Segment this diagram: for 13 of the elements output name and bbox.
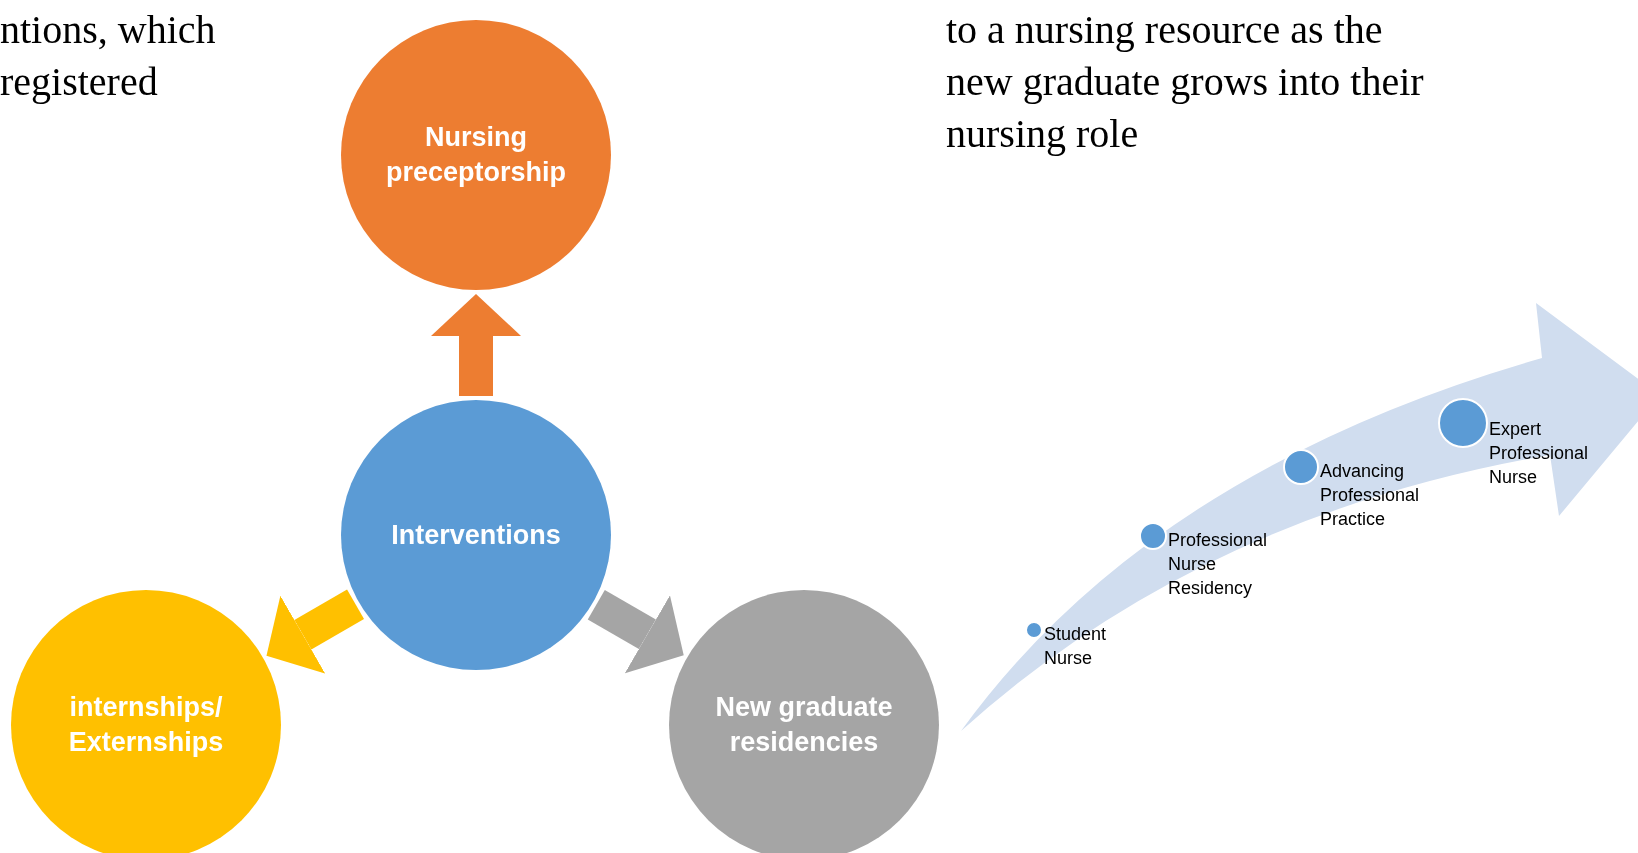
- node-label: Interventions: [391, 518, 561, 552]
- arrow: [266, 589, 364, 674]
- arrow: [431, 294, 521, 396]
- arrow: [587, 589, 684, 674]
- milestone-label: Professional Nurse Residency: [1168, 529, 1268, 600]
- milestone-label: Student Nurse: [1044, 623, 1107, 670]
- node-label: internships/ Externships: [67, 691, 225, 759]
- body-text: to a nursing resource as the new graduate grows into their nursing role: [946, 6, 1425, 158]
- milestone-label: Advancing Professional Practice: [1320, 460, 1420, 531]
- body-text: ntions, which registered: [0, 6, 217, 106]
- milestone-label: Expert Professional Nurse: [1489, 418, 1589, 489]
- node-label: New graduate residencies: [714, 691, 894, 759]
- node-label: Nursing preceptorship: [384, 121, 567, 189]
